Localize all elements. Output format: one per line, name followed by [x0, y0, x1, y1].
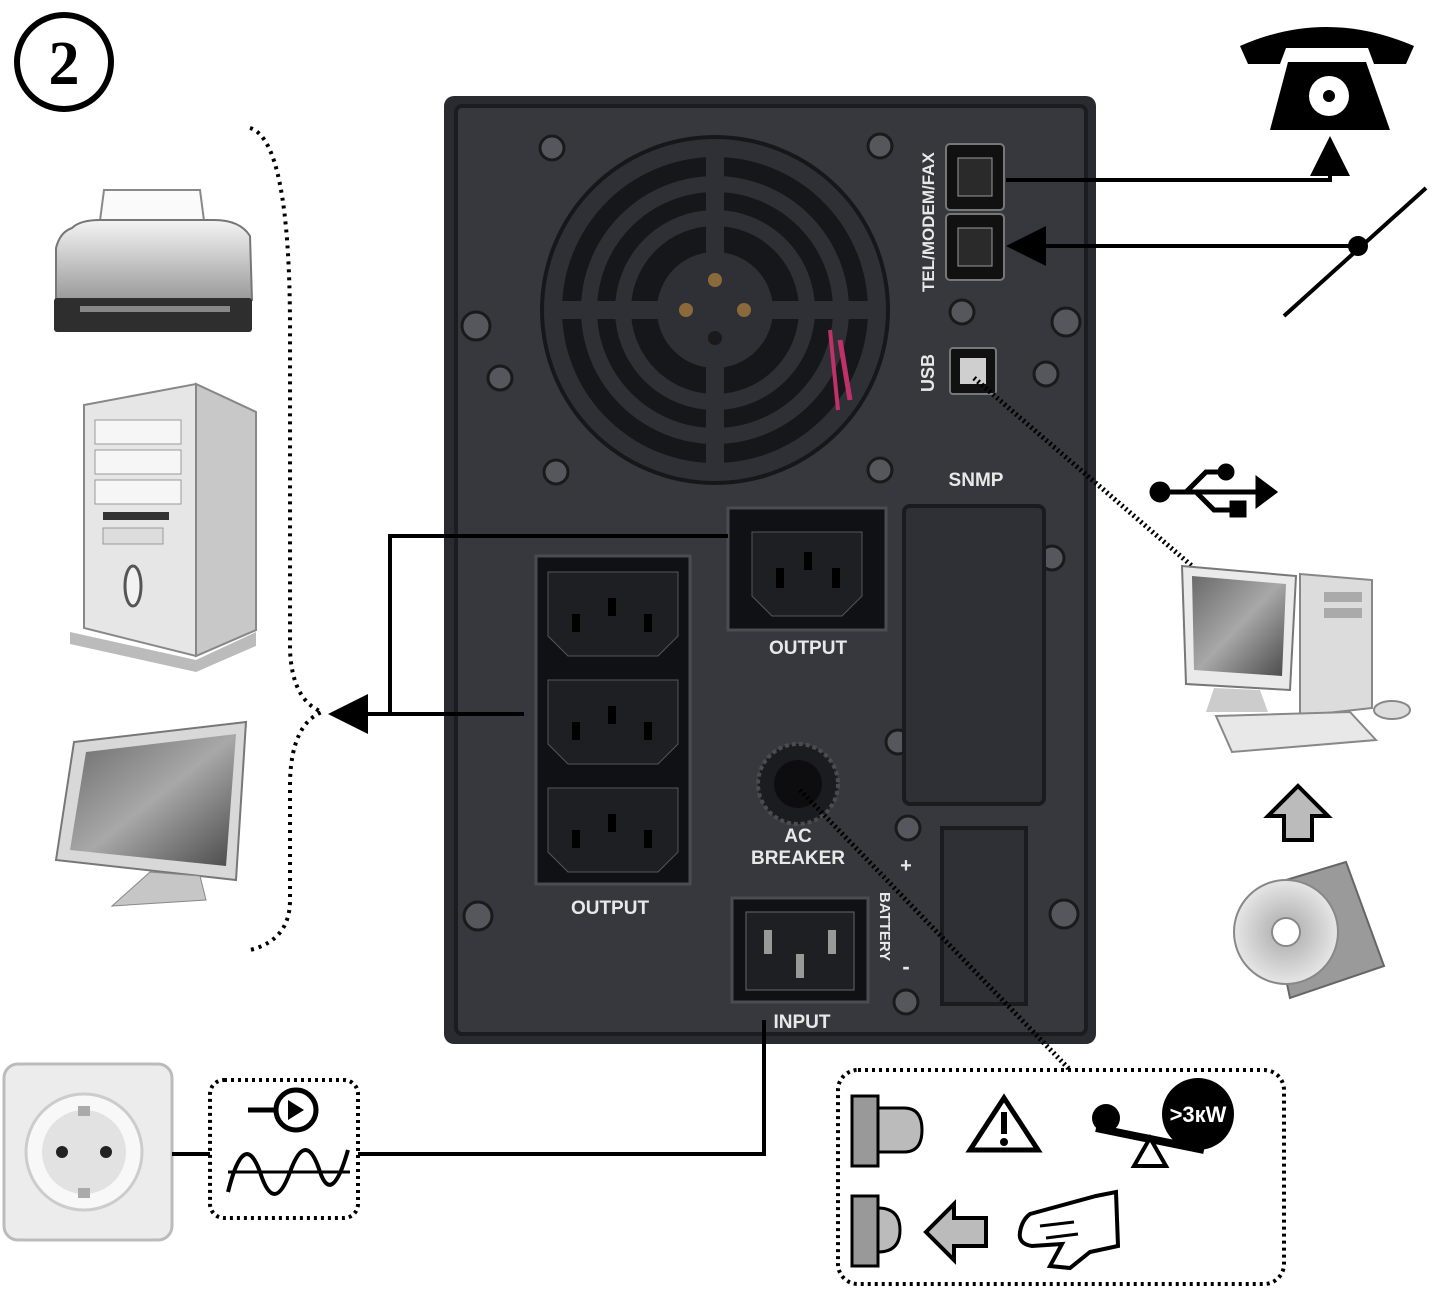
breaker-button-icon	[850, 1094, 924, 1168]
desktop-computer-icon	[1180, 564, 1411, 754]
power-input-indicator-box	[208, 1078, 360, 1220]
ac-breaker-label-line1: AC	[784, 826, 812, 847]
output-connection-lines	[328, 534, 728, 734]
battery-connector-cover	[940, 826, 1028, 1006]
step-number-badge: 2	[14, 12, 114, 112]
battery-label: BATTERY	[876, 892, 893, 961]
snmp-slot-cover	[902, 504, 1046, 806]
output-label-group: OUTPUT	[571, 898, 650, 919]
ups-rear-panel: TEL/MODEM/FAX USB SNMP OUTPUT	[444, 96, 1096, 1044]
tel-modem-fax-label: TEL/MODEM/FAX	[919, 152, 938, 292]
input-socket	[730, 896, 870, 1004]
telephone-icon	[1240, 27, 1414, 130]
pointing-hand-icon	[1017, 1189, 1121, 1271]
usb-port	[949, 347, 997, 395]
usb-label: USB	[918, 354, 938, 392]
ac-breaker-label-line2: BREAKER	[751, 848, 845, 869]
fan-grill	[540, 135, 890, 485]
up-arrow-icon	[1263, 783, 1333, 842]
usb-icon	[1149, 463, 1279, 518]
step-number: 2	[49, 30, 80, 98]
warning-triangle-icon	[965, 1093, 1043, 1153]
output-socket-top	[726, 506, 888, 632]
output-socket-group	[534, 554, 692, 886]
breaker-reset-icon	[850, 1194, 902, 1268]
press-arrow-icon	[923, 1199, 988, 1265]
snmp-label: SNMP	[949, 470, 1004, 491]
wall-socket-icon	[2, 1062, 174, 1242]
ac-breaker	[756, 742, 840, 826]
computer-tower-icon	[70, 382, 257, 672]
battery-minus-label: -	[902, 954, 909, 979]
breaker-warning-box: >3кW	[836, 1068, 1286, 1286]
monitor-icon	[54, 720, 248, 907]
input-label: INPUT	[774, 1012, 831, 1033]
software-disc-icon	[1233, 860, 1386, 1000]
overload-icon: >3кW	[1092, 1078, 1234, 1168]
printer-icon	[54, 189, 254, 332]
overload-badge: >3кW	[1170, 1102, 1227, 1127]
input-power-lines	[172, 1020, 766, 1156]
tel-connection-lines	[1006, 136, 1428, 318]
panel-screws	[460, 132, 1082, 1016]
output-label-top: OUTPUT	[769, 638, 848, 659]
tel-modem-ports	[945, 143, 1005, 281]
devices-bracket	[249, 126, 328, 952]
battery-plus-label: +	[900, 855, 912, 877]
